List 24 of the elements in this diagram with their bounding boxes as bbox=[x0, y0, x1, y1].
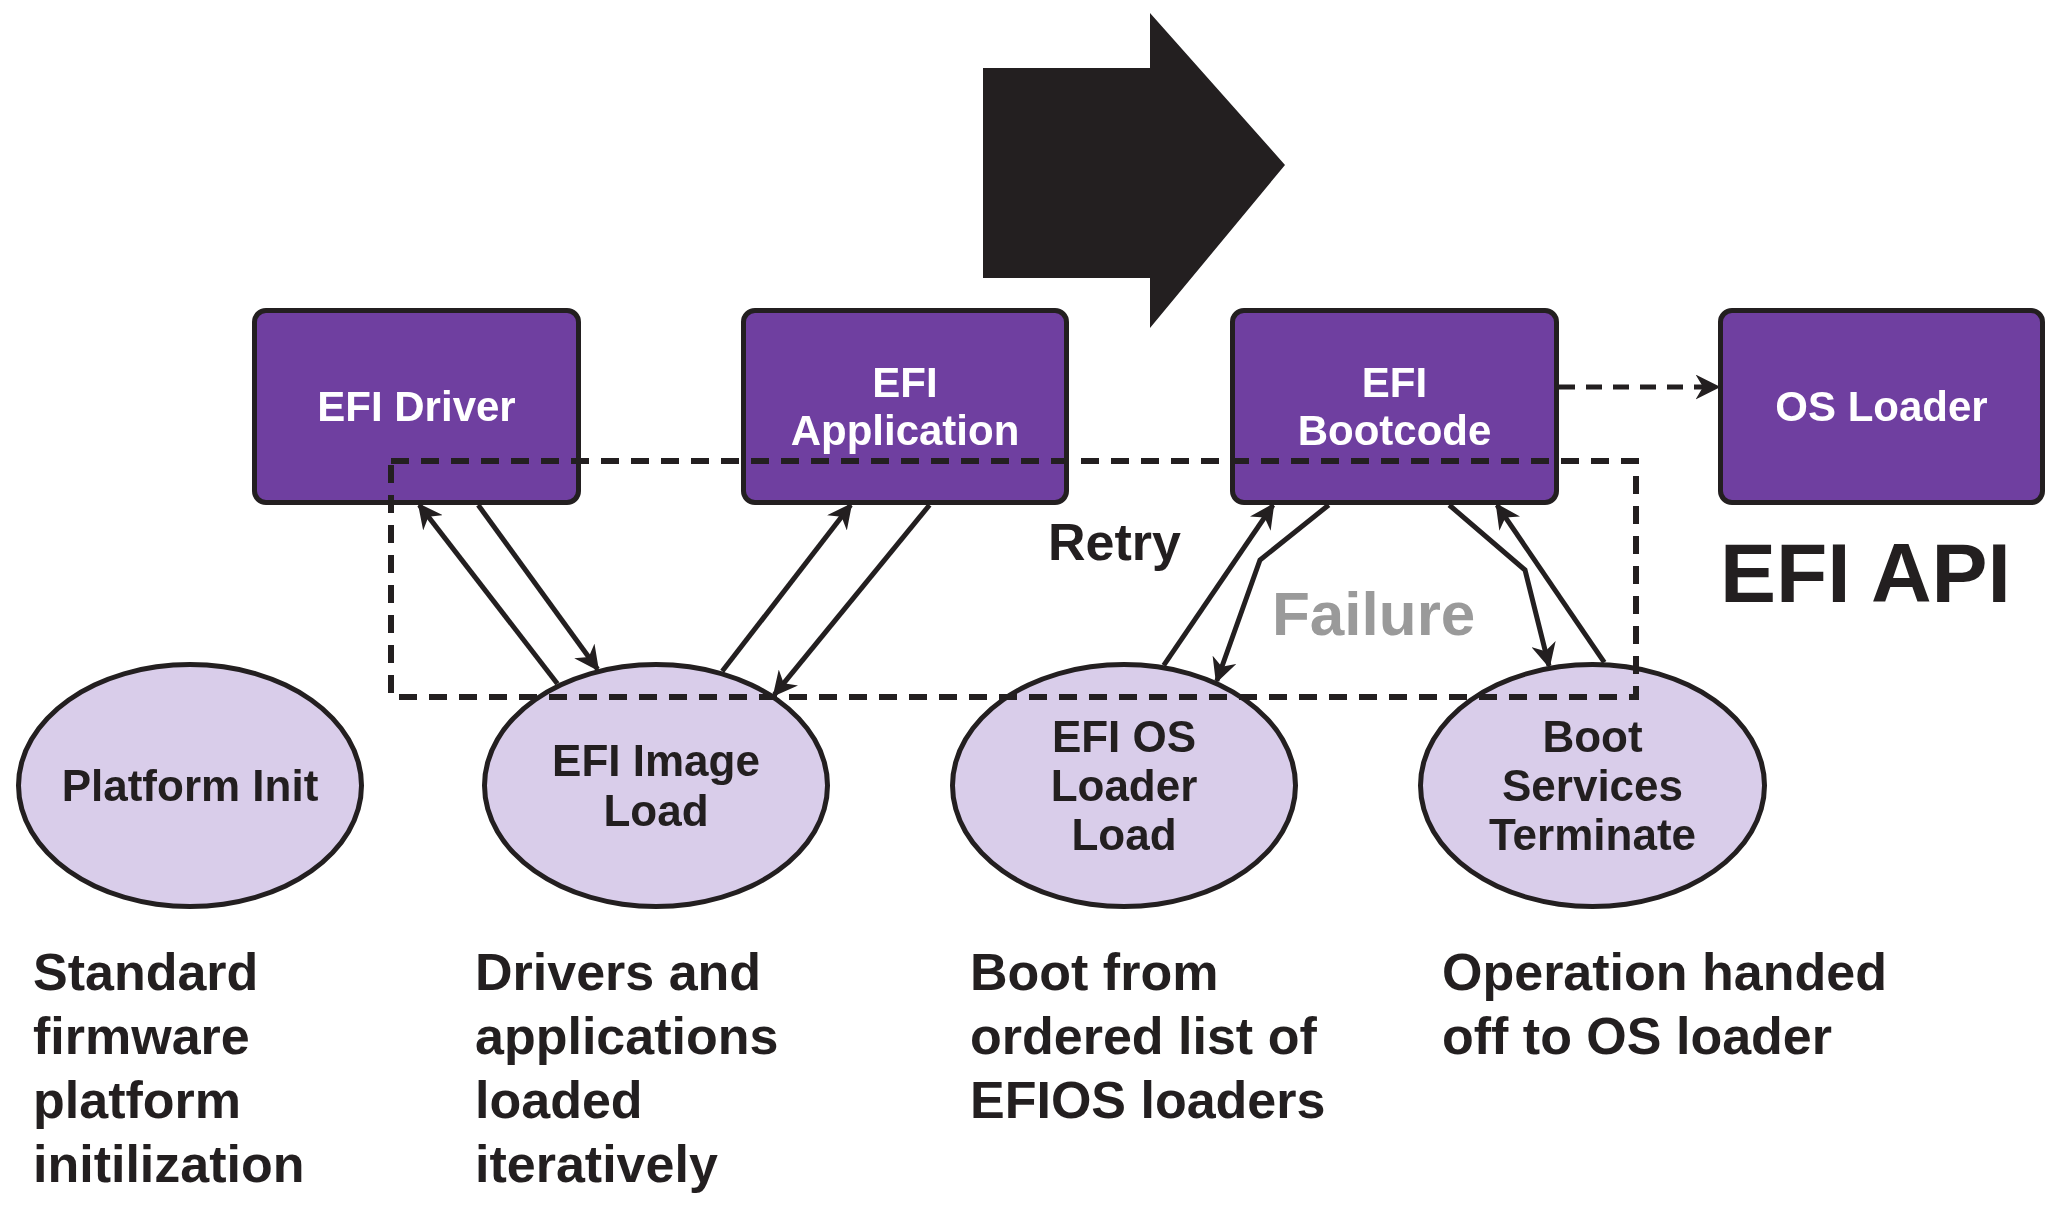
arrow bbox=[1212, 503, 1331, 684]
node-label: EFI OS Loader Load bbox=[1049, 711, 1199, 860]
node-label: EFI Bootcode bbox=[1296, 359, 1493, 454]
description-text: Operation handed off to OS loader bbox=[1442, 942, 1888, 1067]
node-label: OS Loader bbox=[1775, 383, 1988, 430]
arrow bbox=[476, 503, 600, 672]
description-text: Standard firmware platform initilization bbox=[33, 942, 306, 1195]
edge-label: Retry bbox=[1048, 512, 1181, 572]
arrow bbox=[417, 503, 560, 686]
process-box bbox=[1718, 308, 2045, 505]
node-label: EFI Image Load bbox=[551, 736, 761, 835]
edge-label: Failure bbox=[1272, 578, 1476, 649]
process-box bbox=[1230, 308, 1559, 505]
arrow bbox=[720, 503, 853, 673]
process-box bbox=[741, 308, 1069, 505]
process-box bbox=[252, 308, 581, 505]
node-label: EFI Application bbox=[789, 359, 1021, 454]
arrow bbox=[772, 503, 932, 697]
description-text: Boot from ordered list of EFIOS loaders bbox=[970, 942, 1327, 1131]
node-label: EFI Driver bbox=[317, 383, 516, 430]
layer-label: EFI API bbox=[1720, 525, 2011, 622]
node-label: Platform Init bbox=[61, 760, 319, 811]
description-text: Drivers and applications loaded iteratively bbox=[475, 942, 780, 1195]
node-label: Boot Services Terminate bbox=[1488, 711, 1697, 860]
